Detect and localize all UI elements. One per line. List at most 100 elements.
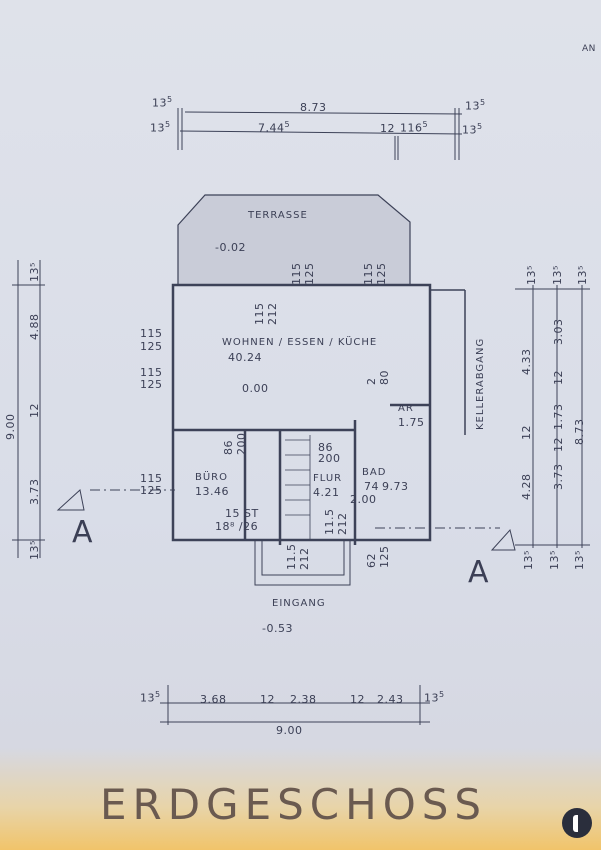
opening: 115 — [140, 366, 163, 379]
opening: 212 — [298, 547, 311, 571]
opening: 115 — [140, 327, 163, 340]
opening: 2.00 — [350, 493, 377, 506]
opening: 11.5 — [323, 508, 336, 536]
dim-top-a: 135 — [152, 95, 173, 110]
right-dimension-lines — [515, 285, 590, 548]
opening: 200 — [318, 452, 341, 465]
stairs-ratio: 18⁸ /26 — [215, 520, 259, 533]
opening: 115 — [253, 302, 266, 326]
dim-bottom-d: 12 — [350, 693, 365, 706]
section-mark-right: A — [468, 555, 490, 590]
dim-right-h: 3.73 — [552, 463, 565, 491]
room-ar: AR — [398, 403, 414, 414]
bottom-dimension-lines — [160, 685, 430, 725]
opening: 212 — [336, 512, 349, 536]
dim-sup: 5 — [167, 95, 173, 104]
dim-left-total: 9.00 — [4, 413, 17, 441]
area-buero: 13.46 — [195, 485, 229, 498]
dim-value: 13 — [150, 121, 165, 135]
logo-icon — [562, 808, 592, 838]
opening: 125 — [140, 340, 163, 353]
dim-left-a: 4.88 — [28, 313, 41, 341]
opening: 125 — [303, 262, 316, 286]
dim-bottom-a: 3.68 — [200, 693, 227, 706]
dim-top-c: 135 — [465, 98, 486, 113]
corner-text: AN — [582, 44, 596, 54]
dim-bottom-c: 2.38 — [290, 693, 317, 706]
area-ar: 1.75 — [398, 416, 425, 429]
opening: 125 — [140, 378, 163, 391]
walls — [171, 283, 466, 545]
dim-bottom-total: 9.00 — [276, 724, 303, 737]
area-bad: 9.73 — [382, 480, 409, 493]
dim-bottom-b: 12 — [260, 693, 275, 706]
opening: 125 — [140, 484, 163, 497]
opening: 115 — [362, 262, 375, 286]
dim-value: 13 — [140, 691, 155, 705]
dim-left-c: 3.73 — [28, 478, 41, 506]
dim-sup: 5 — [284, 120, 291, 129]
opening: 200 — [235, 432, 248, 456]
dim-top-total: 8.73 — [300, 101, 327, 114]
opening: 62 — [365, 553, 378, 568]
entrance-steps — [254, 539, 351, 586]
dim-top-g: 1165 — [400, 120, 428, 135]
dim-right-t1: 13⁵ — [525, 265, 538, 285]
dim-value: 116 — [400, 121, 423, 135]
section-mark-left: A — [72, 515, 94, 550]
left-dimension-lines — [12, 260, 45, 558]
dim-sup: 5 — [155, 690, 161, 699]
label-kellerabgang: KELLERABGANG — [475, 337, 486, 430]
dim-sup: 5 — [477, 122, 483, 131]
opening: 86 — [222, 440, 235, 455]
opening: 86 — [318, 441, 333, 454]
dim-right-f: 1.73 — [552, 403, 565, 431]
room-buero: BÜRO — [195, 472, 228, 483]
dim-right-b2: 13⁵ — [548, 550, 561, 570]
dim-value: 13 — [152, 96, 167, 110]
dim-right-b: 12 — [520, 425, 533, 440]
opening: 80 — [378, 370, 391, 385]
stairs — [285, 435, 311, 540]
dim-sup: 5 — [480, 98, 486, 107]
section-arrow-right — [490, 528, 516, 551]
dim-left-d: 13⁵ — [28, 540, 41, 560]
dim-right-b3: 13⁵ — [573, 550, 586, 570]
dim-value: 13 — [424, 691, 439, 705]
label-eingang: EINGANG — [272, 598, 326, 609]
dim-left-e: 13⁵ — [28, 262, 41, 282]
dim-bottom-r: 135 — [424, 690, 445, 705]
floor-title: ERDGESCHOSS — [100, 780, 488, 829]
section-arrow-left — [56, 489, 85, 511]
dim-right-g: 12 — [552, 437, 565, 452]
room-flur: FLUR — [313, 473, 343, 484]
dim-sup: 5 — [439, 690, 445, 699]
room-wohnen: WOHNEN / ESSEN / KÜCHE — [222, 337, 378, 348]
dim-right-d: 3.03 — [552, 318, 565, 346]
dim-value: 7.44 — [258, 121, 285, 135]
area-flur: 4.21 — [313, 486, 340, 499]
dim-left-b: 12 — [28, 403, 41, 418]
level-wohnen: 0.00 — [242, 382, 269, 395]
opening: 74 — [364, 480, 379, 493]
level-terrasse: -0.02 — [215, 241, 246, 254]
dim-top-e: 7.445 — [258, 120, 290, 135]
dim-value: 13 — [462, 123, 477, 137]
dim-right-e: 12 — [552, 370, 565, 385]
room-terrasse: TERRASSE — [248, 210, 308, 221]
opening: 11.5 — [285, 543, 298, 571]
opening: 2 — [365, 377, 378, 386]
opening: 212 — [266, 302, 279, 326]
dim-top-f: 12 — [380, 122, 395, 135]
stairs-count: 15 ST — [225, 507, 259, 520]
dim-value: 13 — [465, 99, 480, 113]
dim-bottom-l: 135 — [140, 690, 161, 705]
dim-right-a: 4.33 — [520, 348, 533, 376]
opening: 115 — [290, 262, 303, 286]
dim-right-b1: 13⁵ — [522, 550, 535, 570]
level-eingang: -0.53 — [262, 622, 293, 635]
area-wohnen: 40.24 — [228, 351, 262, 364]
dim-right-c: 4.28 — [520, 473, 533, 501]
dim-right-total: 8.73 — [573, 418, 586, 446]
